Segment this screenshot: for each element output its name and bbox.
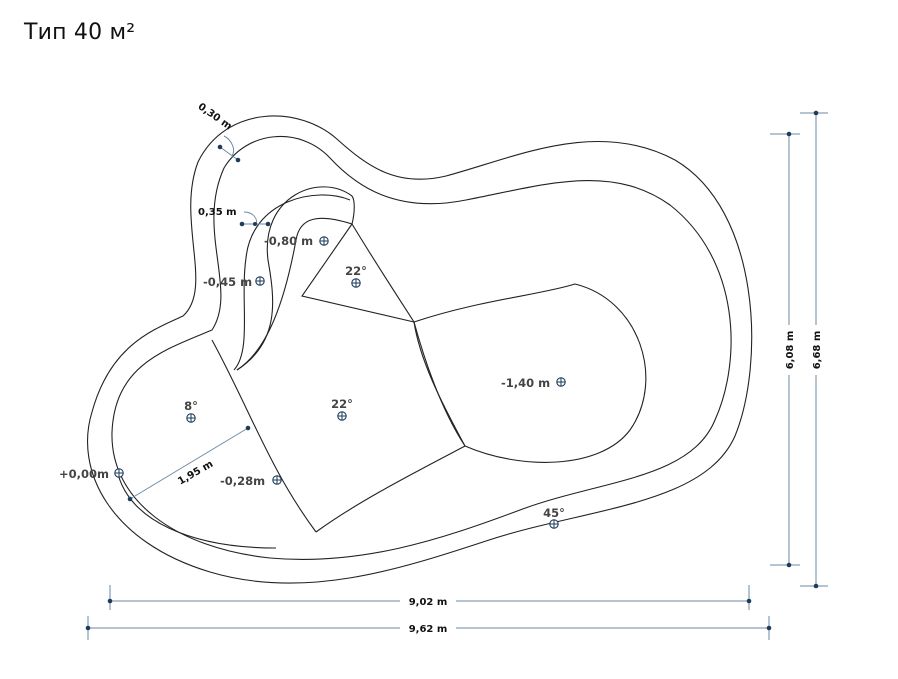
outer-width-dim-label: 9,62 m bbox=[409, 624, 448, 635]
outer-height-dim-point bbox=[813, 110, 819, 116]
outer-height-dim-label: 6,68 m bbox=[812, 331, 823, 370]
step-outline-1 bbox=[236, 186, 353, 371]
wall-outer-dim-point bbox=[217, 144, 223, 150]
shallow-width-dim-point bbox=[245, 425, 251, 431]
wall-step-dim-point bbox=[239, 221, 245, 227]
step-side-depth-marker bbox=[255, 276, 265, 286]
outer-height-dim-point bbox=[813, 583, 819, 589]
middle-zone-slope-marker bbox=[337, 411, 347, 421]
shallow-curve bbox=[117, 473, 277, 549]
deep-wall-slope-marker bbox=[549, 519, 559, 529]
step-outline-2 bbox=[233, 194, 351, 371]
shallow-edge-depth-label: +0,00m bbox=[59, 467, 109, 481]
shallow-width-dim-point bbox=[127, 496, 133, 502]
step-side-depth-label: -0,45 m bbox=[203, 275, 252, 289]
wall-outer-dim-arc bbox=[223, 135, 235, 157]
zone-divider-middle bbox=[315, 321, 466, 533]
zone-divider-upper bbox=[351, 223, 415, 323]
deep-zone-outline bbox=[413, 283, 647, 463]
deep-wall-slope-label: 45° bbox=[543, 506, 565, 520]
inner-width-dim-label: 9,02 m bbox=[409, 597, 448, 608]
inner-height-dim-point bbox=[786, 131, 792, 137]
wall-outer-dim-label: 0,30 m bbox=[196, 101, 234, 132]
wall-step-dim-point bbox=[253, 222, 257, 226]
inner-height-dim-label: 6,08 m bbox=[785, 331, 796, 370]
wall-outer-dim-line bbox=[219, 146, 239, 161]
step-top-depth-label: -0,80 m bbox=[264, 234, 313, 248]
shallow-mid-depth-label: -0,28m bbox=[220, 474, 265, 488]
inner-height-dim-point bbox=[786, 562, 792, 568]
pool-inner-outline bbox=[111, 136, 732, 561]
outer-width-dim-point bbox=[766, 625, 772, 631]
page-title: Тип 40 м² bbox=[24, 20, 136, 45]
deep-depth-label: -1,40 m bbox=[501, 376, 550, 390]
zone-divider-shallow bbox=[211, 339, 317, 533]
shallow-zone-slope-marker bbox=[186, 413, 196, 423]
wall-step-dim-point bbox=[265, 221, 271, 227]
deep-depth-marker bbox=[556, 377, 566, 387]
shallow-edge-depth-marker bbox=[114, 468, 124, 478]
inner-width-dim-point bbox=[746, 598, 752, 604]
shallow-width-dim-line bbox=[129, 427, 249, 500]
pool-outer-outline bbox=[87, 115, 753, 584]
step-outline-3 bbox=[236, 195, 355, 371]
wall-step-dim-label: 0,35 m bbox=[198, 207, 237, 218]
inner-width-dim-point bbox=[107, 598, 113, 604]
step-zone-slope-marker bbox=[351, 278, 361, 288]
middle-zone-slope-label: 22° bbox=[331, 397, 353, 411]
shallow-mid-depth-marker bbox=[272, 475, 282, 485]
wall-outer-dim-point bbox=[235, 157, 241, 163]
step-zone-slope-label: 22° bbox=[345, 264, 367, 278]
zone-divider-step bbox=[301, 223, 415, 323]
shallow-zone-slope-label: 8° bbox=[184, 399, 198, 413]
outer-width-dim-point bbox=[85, 625, 91, 631]
shallow-width-dim-label: 1,95 m bbox=[176, 459, 215, 488]
step-top-depth-marker bbox=[319, 236, 329, 246]
